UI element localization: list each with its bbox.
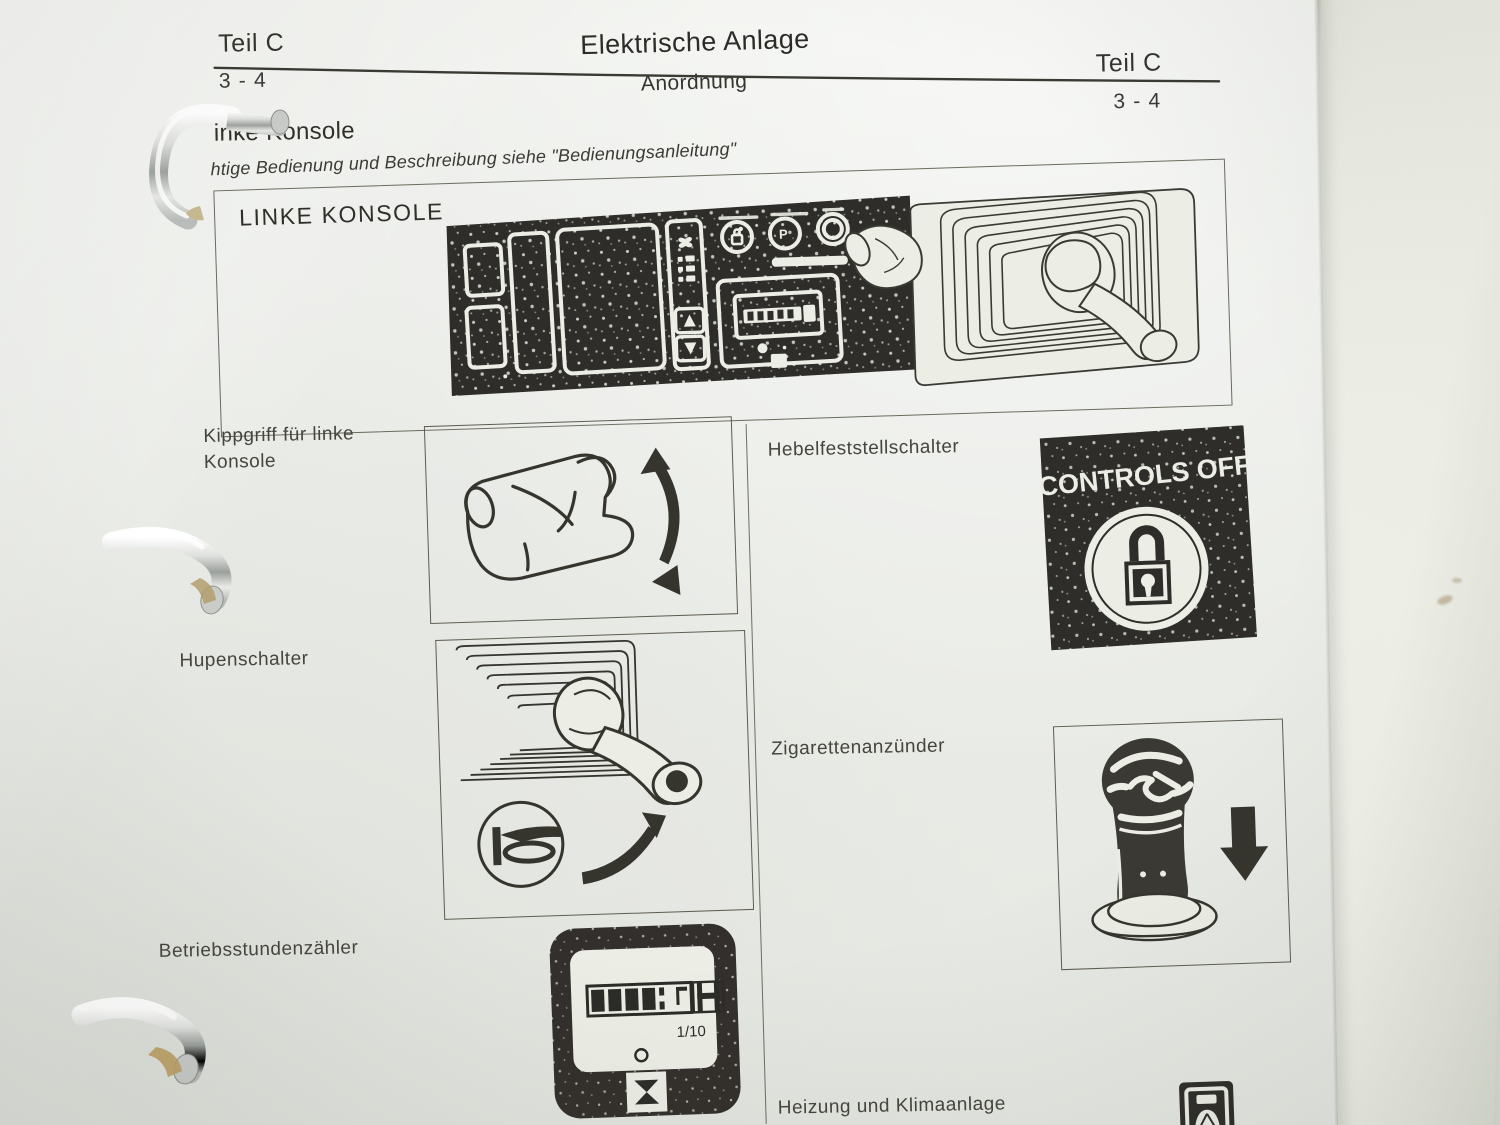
manual-page-sheet: Teil C 3 - 4 Elektrische Anlage Anordnun… [0,0,1339,1125]
linke-konsole-figure-box: LINKE KONSOLE [213,158,1233,438]
padlock-icon [1124,525,1172,606]
binder-stain-small [1452,578,1462,583]
binder-ring-top [149,103,290,230]
page-subtitle: Anordnung [640,69,748,96]
header-right-part: Teil C [1095,48,1163,78]
header-right-page: 3 - 4 [1113,89,1162,114]
binder-ring-bottom [71,997,206,1085]
caption-heizung-klimaanlage: Heizung und Klimaanlage [777,1093,1006,1119]
page-title: Elektrische Anlage [579,23,810,61]
header-left-page: 3 - 4 [218,68,268,93]
caption-zigarettenanzuender: Zigarettenanzünder [771,735,946,760]
hour-meter-fraction: 1/10 [676,1023,706,1041]
heating-ac-symbol [1177,1079,1237,1125]
header-left-part: Teil C [217,28,285,58]
binder-ring-middle [102,526,232,615]
page-content: Teil C 3 - 4 Elektrische Anlage Anordnun… [158,23,1292,1125]
caption-hupenschalter: Hupenschalter [179,648,309,672]
caption-kippgriff: Kippgriff für linke Konsole [203,423,355,473]
figure-hupenschalter [435,629,755,920]
svg-text:P: P [779,226,788,241]
hourglass-icon [634,1079,660,1105]
figure-zigarettenanzuender [1052,718,1292,971]
hour-meter-illustration: 1/10 [545,918,752,1125]
figure-kippgriff [423,416,739,625]
controls-off-decal: CONTROLS OFF [1036,423,1260,653]
caption-hebelfeststellschalter: Hebelfeststellschalter [767,436,960,461]
caption-betriebsstundenzaehler: Betriebsstundenzähler [158,937,359,962]
left-console-illustration: P [440,184,1216,404]
down-arrow-icon [1220,806,1269,881]
